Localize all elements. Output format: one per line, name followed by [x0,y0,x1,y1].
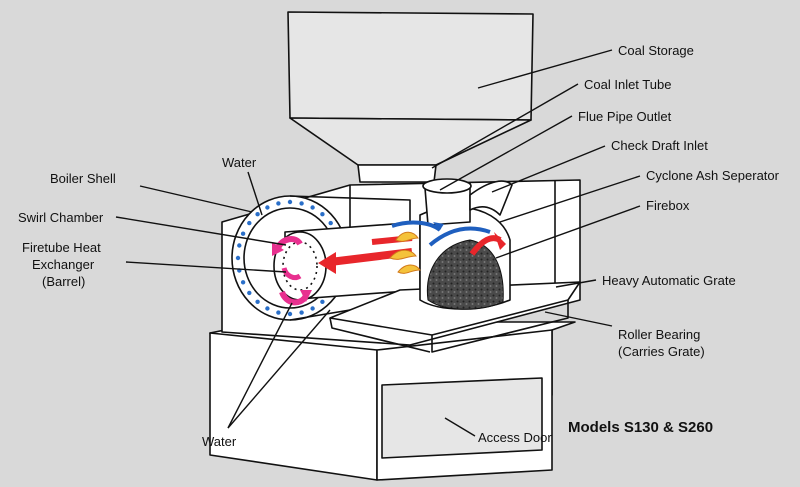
water-dot [240,280,246,285]
label-cyclone-ash-separator: Cyclone Ash Seperator [646,168,780,183]
label-coal-inlet-tube: Coal Inlet Tube [584,77,671,92]
water-dot [265,205,270,210]
label-firebox: Firebox [646,198,690,213]
water-dot [276,310,281,315]
label-check-draft-inlet: Check Draft Inlet [611,138,708,153]
water-dot [310,306,315,311]
label-firetube-barrel: (Barrel) [42,274,85,289]
label-flue-pipe-outlet: Flue Pipe Outlet [578,109,672,124]
water-dot [287,199,293,205]
water-dot [310,205,315,210]
water-dot [237,243,242,248]
label-swirl-chamber: Swirl Chamber [18,210,104,225]
label-roller-bearing: Roller Bearing [618,327,700,342]
water-dot [287,311,293,317]
pointer-lines [115,49,641,437]
label-coal-storage: Coal Storage [618,43,694,58]
label-roller-bearing-note: (Carries Grate) [618,344,705,359]
water-dot [247,220,252,226]
water-dot [299,201,304,206]
water-dot [320,299,325,304]
label-water-bottom: Water [202,434,237,449]
label-heavy-automatic-grate: Heavy Automatic Grate [602,273,736,288]
water-dot [328,220,333,226]
flame-arrows [272,220,506,306]
water-dot [320,212,325,217]
label-access-door: Access Door [478,430,552,445]
label-firetube-heat: Firetube Heat [22,240,101,255]
water-dot [235,255,241,261]
flue-pipe [422,178,513,226]
coal-storage-hopper [287,11,534,183]
water-dot [255,299,260,304]
base-cabinet [209,321,576,481]
water-dot [240,231,246,236]
label-water-top: Water [222,155,257,170]
water-dot [255,212,260,217]
water-dot [265,306,270,311]
water-dot [299,310,304,315]
label-firetube-exchanger: Exchanger [32,257,95,272]
models-caption: Models S130 & S260 [568,419,713,436]
water-dot [276,201,281,206]
water-dot [247,290,252,296]
label-boiler-shell: Boiler Shell [50,171,116,186]
